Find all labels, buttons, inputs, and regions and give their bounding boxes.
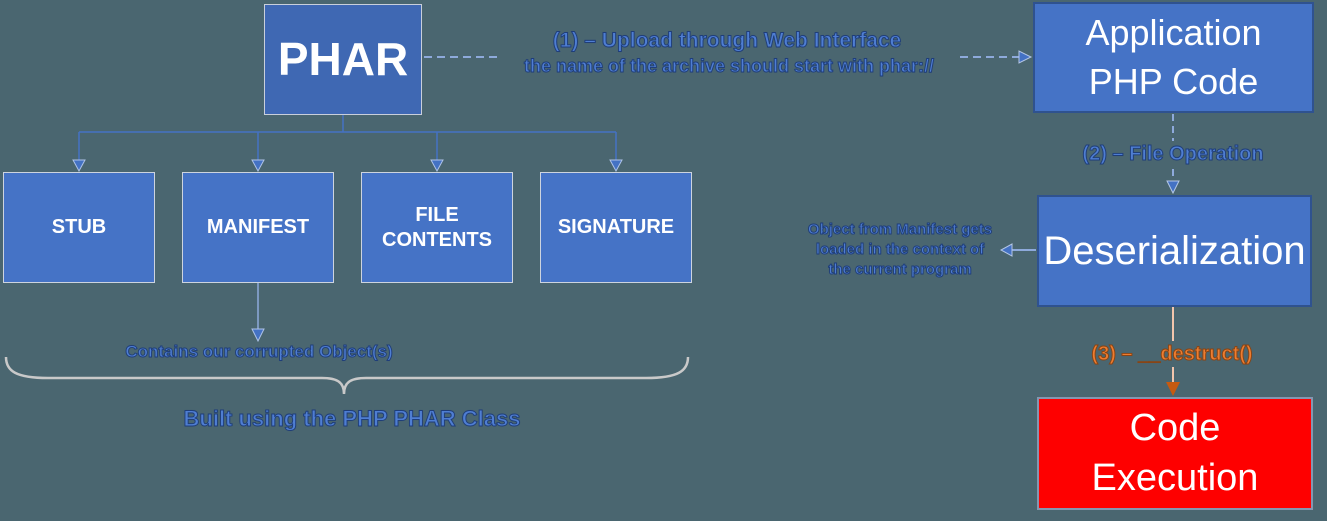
node-stub: STUB [3,172,155,283]
step2-arrow [1166,114,1180,195]
node-code-execution: Code Execution [1037,397,1313,510]
manifest-note-label: Contains our corrupted Object(s) [125,342,393,362]
deserialization-note-line1: Object from Manifest gets [807,221,993,239]
step1-title-label: (1) – Upload through Web Interface [552,29,902,53]
node-phar: PHAR [264,4,422,115]
step1-subtitle-label: the name of the archive should start wit… [523,56,935,77]
tree-arrowheads [72,159,623,173]
node-signature: SIGNATURE [540,172,692,283]
node-file-contents: FILE CONTENTS [361,172,513,283]
phar-tree-connector [78,115,617,161]
deserialization-note-line2: loaded in the context of [815,241,985,259]
node-application-php-code: Application PHP Code [1033,2,1314,113]
brace-note-label: Built using the PHP PHAR Class [183,406,521,432]
deserialization-note-arrow [999,243,1036,257]
node-deserialization: Deserialization [1037,195,1312,307]
group-brace [4,356,690,395]
manifest-note-arrow [251,283,265,343]
deserialization-note-line3: the current program [828,261,972,279]
deserialization-note-label: Object from Manifest gets loaded in the … [807,220,993,280]
step3-arrow [1166,307,1180,396]
node-manifest: MANIFEST [182,172,334,283]
step2-label: (2) – File Operation [1082,143,1264,166]
step1-arrow [424,50,1033,64]
step3-destruct-label: (3) – __destruct() [1091,343,1253,366]
